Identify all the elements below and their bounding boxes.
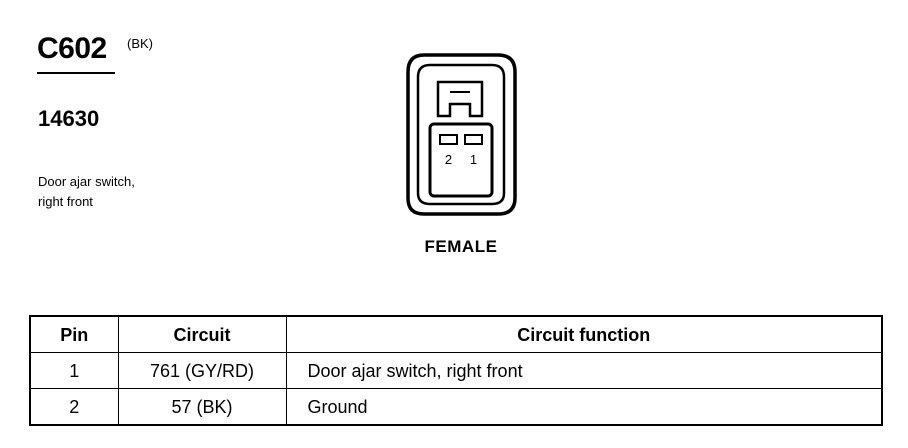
connector-outer-shell <box>406 53 517 216</box>
header-circuit: Circuit <box>117 315 287 353</box>
pin-2-label: 2 <box>445 152 452 167</box>
connector-face-diagram: 2 1 <box>406 53 517 216</box>
connector-cavity-body <box>428 122 494 198</box>
circuit-function-cell: Door ajar switch, right front <box>285 352 883 389</box>
connector-description: Door ajar switch, right front <box>38 172 198 212</box>
connector-color-code: (BK) <box>127 36 153 51</box>
description-line-2: right front <box>38 194 93 209</box>
table-row: 1 761 (GY/RD) Door ajar switch, right fr… <box>29 352 883 389</box>
header-pin: Pin <box>29 315 119 353</box>
pin-cell: 2 <box>29 388 119 426</box>
part-number: 14630 <box>38 106 100 131</box>
pin-table: Pin Circuit Circuit function 1 761 (GY/R… <box>29 315 883 426</box>
connector-inner-shell <box>416 63 506 206</box>
table-row: 2 57 (BK) Ground <box>29 388 883 426</box>
pin-cell: 1 <box>29 352 119 389</box>
connector-locking-tab <box>436 80 484 118</box>
description-line-1: Door ajar switch, <box>38 174 135 189</box>
header-circuit-function: Circuit function <box>285 315 883 353</box>
pin-2-slot <box>439 134 458 145</box>
title-underline <box>37 72 115 74</box>
pin-table-header-row: Pin Circuit Circuit function <box>29 315 883 353</box>
connector-gender-label: FEMALE <box>424 237 498 256</box>
pin-1-label: 1 <box>470 152 477 167</box>
connector-id: C602 <box>37 32 107 65</box>
circuit-cell: 57 (BK) <box>117 388 287 426</box>
circuit-function-cell: Ground <box>285 388 883 426</box>
circuit-cell: 761 (GY/RD) <box>117 352 287 389</box>
pin-1-slot <box>464 134 483 145</box>
